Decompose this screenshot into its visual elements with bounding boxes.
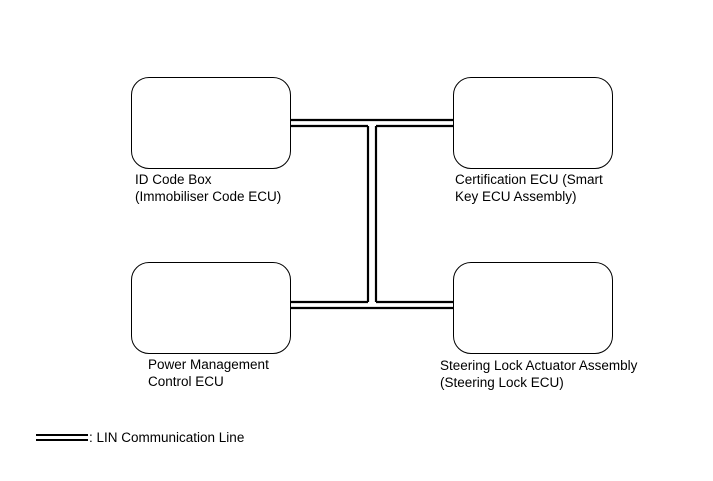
certification-ecu-label: Certification ECU (Smart Key ECU Assembl… <box>455 171 603 205</box>
steering-lock-actuator-label-line2: (Steering Lock ECU) <box>440 375 564 390</box>
legend-label: : LIN Communication Line <box>89 430 245 445</box>
id-code-box <box>131 77 291 169</box>
power-management-ecu-label-line2: Control ECU <box>148 374 224 389</box>
id-code-box-label: ID Code Box (Immobiliser Code ECU) <box>135 171 281 205</box>
power-management-ecu-label: Power Management Control ECU <box>148 356 269 390</box>
steering-lock-actuator-box <box>453 262 613 354</box>
id-code-box-label-line1: ID Code Box <box>135 172 212 187</box>
steering-lock-actuator-label: Steering Lock Actuator Assembly (Steerin… <box>440 357 637 391</box>
steering-lock-actuator-label-line1: Steering Lock Actuator Assembly <box>440 358 638 373</box>
certification-ecu-box <box>453 77 613 169</box>
lin-line-legend-symbol <box>36 434 88 441</box>
power-management-ecu-label-line1: Power Management <box>148 357 269 372</box>
certification-ecu-label-line2: Key ECU Assembly) <box>455 189 577 204</box>
id-code-box-label-line2: (Immobiliser Code ECU) <box>135 189 282 204</box>
power-management-ecu-box <box>131 262 291 354</box>
legend: : LIN Communication Line <box>36 430 244 445</box>
certification-ecu-label-line1: Certification ECU (Smart <box>455 172 603 187</box>
